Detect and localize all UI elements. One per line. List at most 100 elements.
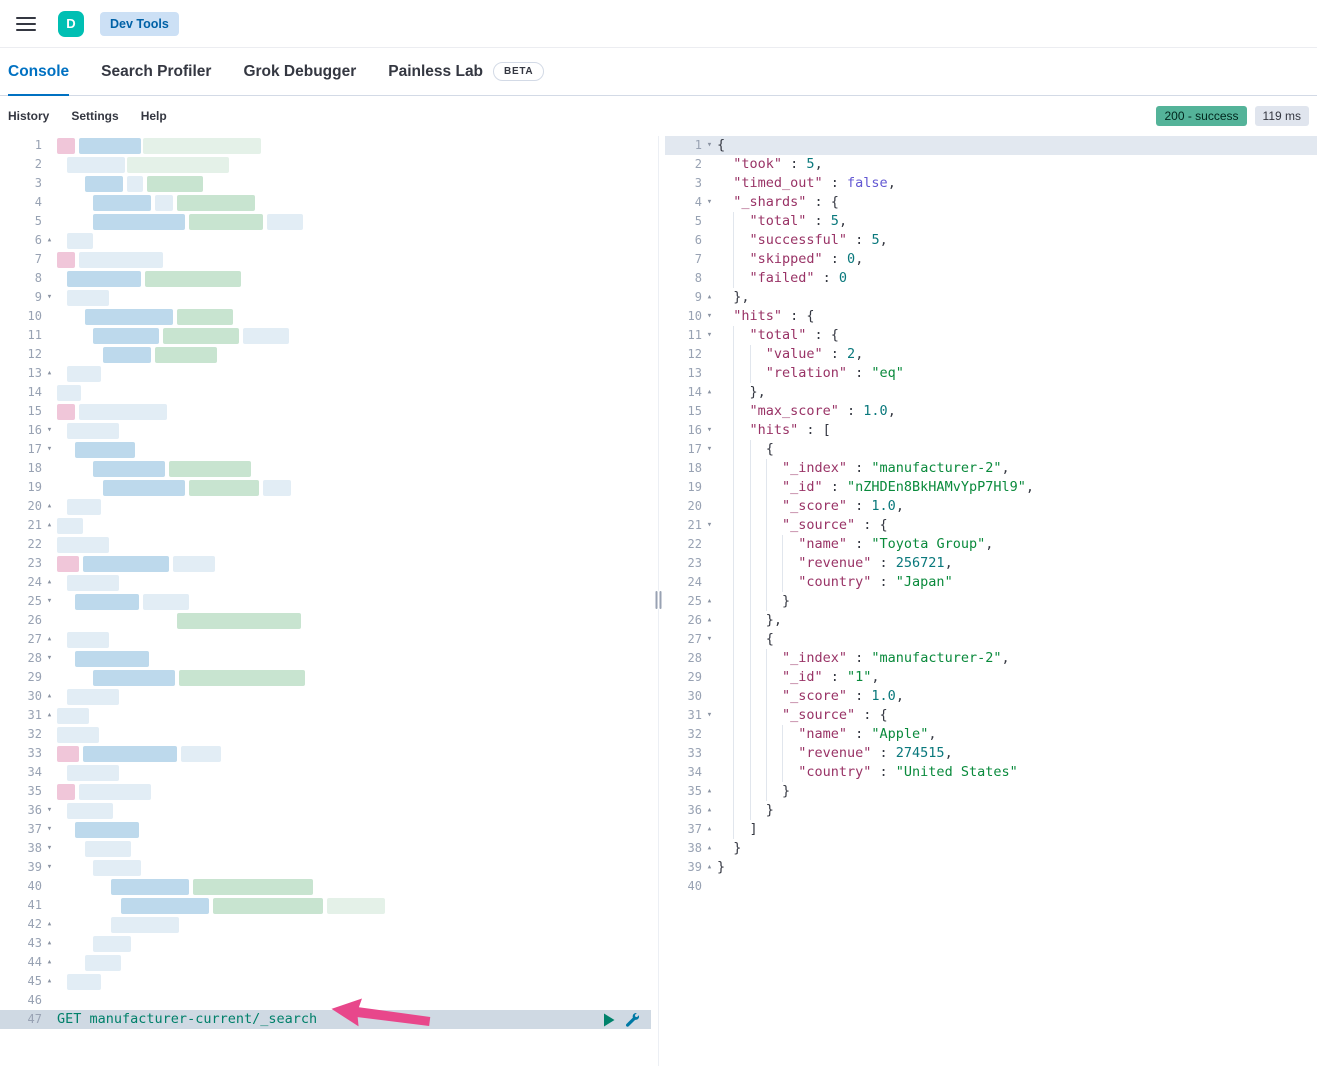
request-line[interactable]: 6▴ bbox=[0, 231, 651, 250]
tab-search-profiler[interactable]: Search Profiler bbox=[101, 48, 211, 95]
request-line[interactable]: 37▾ bbox=[0, 820, 651, 839]
toolbar-link-settings[interactable]: Settings bbox=[71, 109, 119, 123]
fold-toggle-icon[interactable]: ▾ bbox=[706, 710, 713, 720]
request-line[interactable]: 21▴ bbox=[0, 516, 651, 535]
fold-toggle-icon[interactable]: ▾ bbox=[46, 292, 53, 302]
request-line[interactable]: 15 bbox=[0, 402, 651, 421]
request-line[interactable]: 36▾ bbox=[0, 801, 651, 820]
request-line[interactable]: 32 bbox=[0, 725, 651, 744]
request-line[interactable]: 41 bbox=[0, 896, 651, 915]
request-line[interactable]: 44▴ bbox=[0, 953, 651, 972]
fold-toggle-icon[interactable]: ▴ bbox=[46, 577, 53, 587]
request-line[interactable]: 7 bbox=[0, 250, 651, 269]
request-line[interactable]: 5 bbox=[0, 212, 651, 231]
request-line[interactable]: 10 bbox=[0, 307, 651, 326]
fold-toggle-icon[interactable]: ▴ bbox=[706, 292, 713, 302]
request-line[interactable]: 45▴ bbox=[0, 972, 651, 991]
fold-toggle-icon[interactable]: ▴ bbox=[706, 596, 713, 606]
request-line[interactable]: 25▾ bbox=[0, 592, 651, 611]
request-line[interactable]: 27▴ bbox=[0, 630, 651, 649]
fold-toggle-icon[interactable]: ▴ bbox=[46, 710, 53, 720]
request-line[interactable]: 34 bbox=[0, 763, 651, 782]
fold-toggle-icon[interactable]: ▴ bbox=[706, 786, 713, 796]
fold-toggle-icon[interactable]: ▴ bbox=[46, 634, 53, 644]
fold-toggle-icon[interactable]: ▾ bbox=[46, 805, 53, 815]
fold-toggle-icon[interactable]: ▴ bbox=[46, 368, 53, 378]
fold-toggle-icon[interactable]: ▾ bbox=[46, 843, 53, 853]
fold-toggle-icon[interactable]: ▾ bbox=[46, 824, 53, 834]
fold-toggle-icon[interactable]: ▴ bbox=[706, 805, 713, 815]
space-avatar[interactable]: D bbox=[58, 10, 84, 37]
request-line[interactable]: 4 bbox=[0, 193, 651, 212]
request-line[interactable]: 8 bbox=[0, 269, 651, 288]
toolbar-link-help[interactable]: Help bbox=[140, 109, 167, 123]
request-options-wrench-icon[interactable] bbox=[625, 1012, 640, 1033]
fold-toggle-icon[interactable]: ▾ bbox=[706, 520, 713, 530]
request-line[interactable]: 46 bbox=[0, 991, 651, 1010]
request-line[interactable]: 18 bbox=[0, 459, 651, 478]
fold-toggle-icon[interactable]: ▴ bbox=[706, 862, 713, 872]
request-line[interactable]: 35 bbox=[0, 782, 651, 801]
request-line[interactable]: 12 bbox=[0, 345, 651, 364]
fold-toggle-icon[interactable]: ▾ bbox=[706, 444, 713, 454]
request-line[interactable]: 29 bbox=[0, 668, 651, 687]
fold-toggle-icon[interactable]: ▴ bbox=[46, 938, 53, 948]
send-request-play-icon[interactable] bbox=[603, 1013, 615, 1033]
fold-toggle-icon[interactable]: ▾ bbox=[706, 140, 713, 150]
request-line[interactable]: 31▴ bbox=[0, 706, 651, 725]
request-line[interactable]: 39▾ bbox=[0, 858, 651, 877]
request-line[interactable]: 17▾ bbox=[0, 440, 651, 459]
request-line[interactable]: 9▾ bbox=[0, 288, 651, 307]
menu-icon[interactable] bbox=[16, 16, 36, 31]
fold-toggle-icon[interactable]: ▴ bbox=[706, 843, 713, 853]
request-line[interactable]: 23 bbox=[0, 554, 651, 573]
fold-toggle-icon[interactable]: ▴ bbox=[46, 520, 53, 530]
request-line[interactable]: 28▾ bbox=[0, 649, 651, 668]
fold-toggle-icon[interactable]: ▴ bbox=[706, 824, 713, 834]
request-line[interactable]: 11 bbox=[0, 326, 651, 345]
request-line[interactable]: 22 bbox=[0, 535, 651, 554]
request-line[interactable]: 20▴ bbox=[0, 497, 651, 516]
fold-toggle-icon[interactable]: ▾ bbox=[706, 311, 713, 321]
request-line[interactable]: 38▾ bbox=[0, 839, 651, 858]
fold-toggle-icon[interactable]: ▴ bbox=[706, 615, 713, 625]
request-line[interactable]: 24▴ bbox=[0, 573, 651, 592]
breadcrumb-dev-tools[interactable]: Dev Tools bbox=[100, 11, 179, 36]
fold-toggle-icon[interactable]: ▴ bbox=[46, 976, 53, 986]
fold-toggle-icon[interactable]: ▾ bbox=[706, 197, 713, 207]
toolbar-link-history[interactable]: History bbox=[8, 109, 50, 123]
fold-toggle-icon[interactable]: ▾ bbox=[46, 425, 53, 435]
request-line[interactable]: 33 bbox=[0, 744, 651, 763]
fold-toggle-icon[interactable]: ▾ bbox=[706, 330, 713, 340]
request-line[interactable]: 42▴ bbox=[0, 915, 651, 934]
request-line[interactable]: 1 bbox=[0, 136, 651, 155]
resize-handle-icon[interactable] bbox=[653, 591, 663, 609]
request-line[interactable]: 43▴ bbox=[0, 934, 651, 953]
fold-toggle-icon[interactable]: ▾ bbox=[706, 634, 713, 644]
request-line[interactable]: 3 bbox=[0, 174, 651, 193]
response-editor[interactable]: 1▾{2"took" : 5,3"timed_out" : false,4▾"_… bbox=[665, 136, 1317, 1066]
request-line[interactable]: 14 bbox=[0, 383, 651, 402]
fold-toggle-icon[interactable]: ▾ bbox=[46, 596, 53, 606]
request-line[interactable]: 16▾ bbox=[0, 421, 651, 440]
request-line[interactable]: 13▴ bbox=[0, 364, 651, 383]
request-line[interactable]: 40 bbox=[0, 877, 651, 896]
fold-toggle-icon[interactable]: ▴ bbox=[46, 235, 53, 245]
fold-toggle-icon[interactable]: ▴ bbox=[46, 691, 53, 701]
request-line[interactable]: 19 bbox=[0, 478, 651, 497]
fold-toggle-icon[interactable]: ▴ bbox=[46, 957, 53, 967]
fold-toggle-icon[interactable]: ▾ bbox=[46, 444, 53, 454]
fold-toggle-icon[interactable]: ▾ bbox=[46, 862, 53, 872]
tab-grok-debugger[interactable]: Grok Debugger bbox=[243, 48, 356, 95]
fold-toggle-icon[interactable]: ▴ bbox=[706, 387, 713, 397]
fold-toggle-icon[interactable]: ▾ bbox=[706, 425, 713, 435]
fold-toggle-icon[interactable]: ▴ bbox=[46, 501, 53, 511]
tab-console[interactable]: Console bbox=[8, 48, 70, 96]
fold-toggle-icon[interactable]: ▾ bbox=[46, 653, 53, 663]
request-line[interactable]: 26 bbox=[0, 611, 651, 630]
fold-toggle-icon[interactable]: ▴ bbox=[46, 919, 53, 929]
request-line[interactable]: 2 bbox=[0, 155, 651, 174]
